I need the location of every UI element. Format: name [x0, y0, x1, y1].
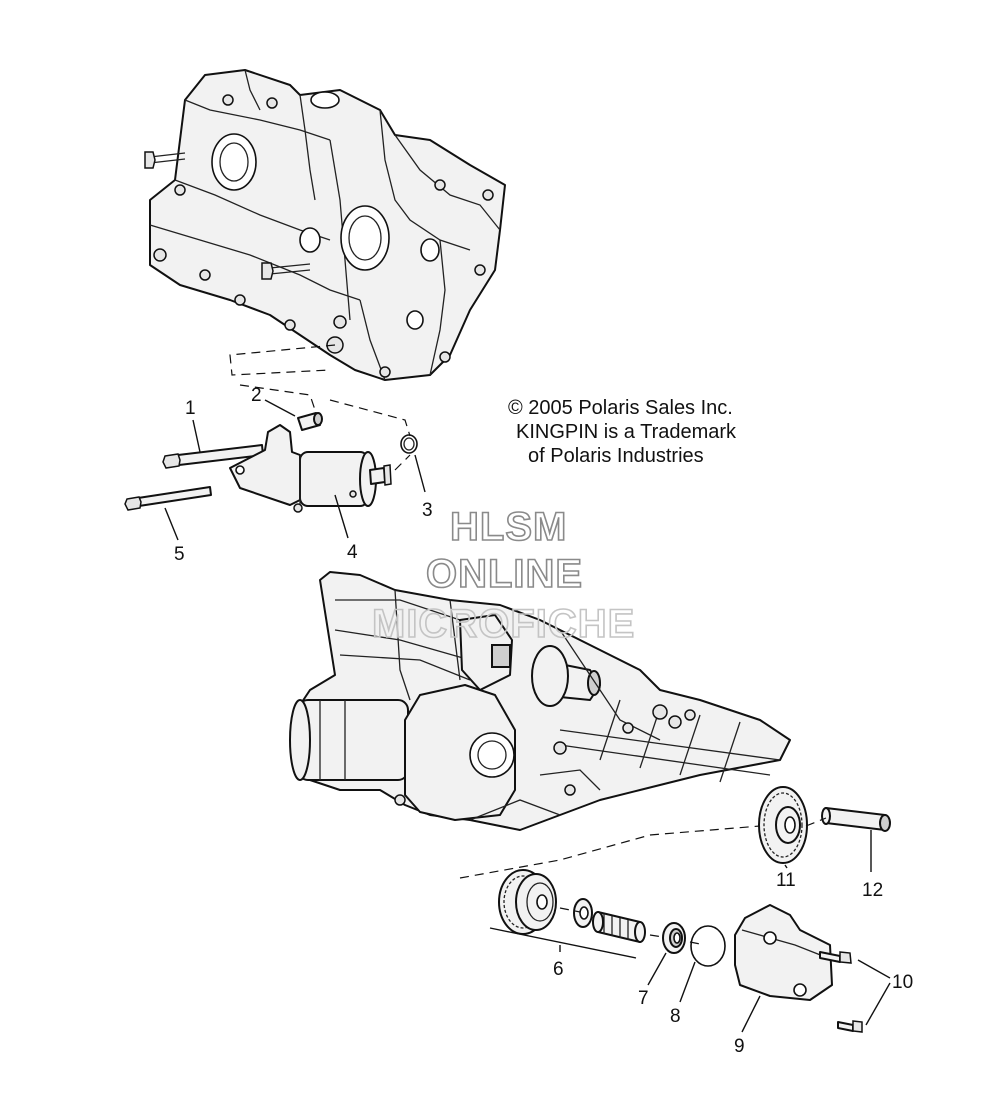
callout-labels: 1 2 3 4 5 6 7 8 9 10 11 12 — [174, 385, 913, 1057]
watermark: HLSM ONLINE MICROFICHE — [371, 504, 635, 647]
shaft-part-12 — [821, 807, 891, 832]
copyright-notice: © 2005 Polaris Sales Inc. KINGPIN is a T… — [508, 397, 737, 467]
callout-12: 12 — [862, 880, 883, 901]
watermark-line-1: HLSM — [450, 505, 567, 549]
watermark-line-2: ONLINE — [426, 552, 583, 596]
crankcase-illustration — [144, 69, 506, 381]
dowel-part-2 — [297, 412, 323, 431]
callout-2: 2 — [251, 385, 262, 406]
callout-9: 9 — [734, 1036, 745, 1057]
callout-8: 8 — [670, 1006, 681, 1027]
o-ring-part-8 — [690, 925, 726, 967]
callout-1: 1 — [185, 398, 196, 419]
o-ring-part-3 — [400, 434, 418, 454]
bolt-part-5 — [124, 486, 212, 511]
callout-6: 6 — [553, 959, 564, 980]
screws-part-10 — [819, 951, 863, 1033]
callout-10: 10 — [892, 972, 913, 993]
callout-3: 3 — [422, 500, 433, 521]
engine-assembly-illustration — [289, 571, 791, 831]
bearing-part-7 — [662, 922, 686, 954]
leader-lines — [164, 399, 891, 1033]
callout-5: 5 — [174, 544, 185, 565]
copyright-line-2: KINGPIN is a Trademark — [516, 421, 737, 443]
starter-motor-part-4 — [229, 424, 392, 513]
watermark-line-3: MICROFICHE — [372, 602, 635, 646]
alignment-lines — [229, 344, 827, 945]
cover-part-9 — [734, 904, 833, 1001]
gear-set-part-6 — [498, 869, 646, 943]
callout-11: 11 — [776, 870, 796, 891]
callout-7: 7 — [638, 988, 649, 1009]
callout-4: 4 — [347, 542, 358, 563]
gear-part-11 — [758, 786, 808, 864]
copyright-line-1: © 2005 Polaris Sales Inc. — [508, 397, 733, 419]
copyright-line-3: of Polaris Industries — [528, 445, 704, 467]
